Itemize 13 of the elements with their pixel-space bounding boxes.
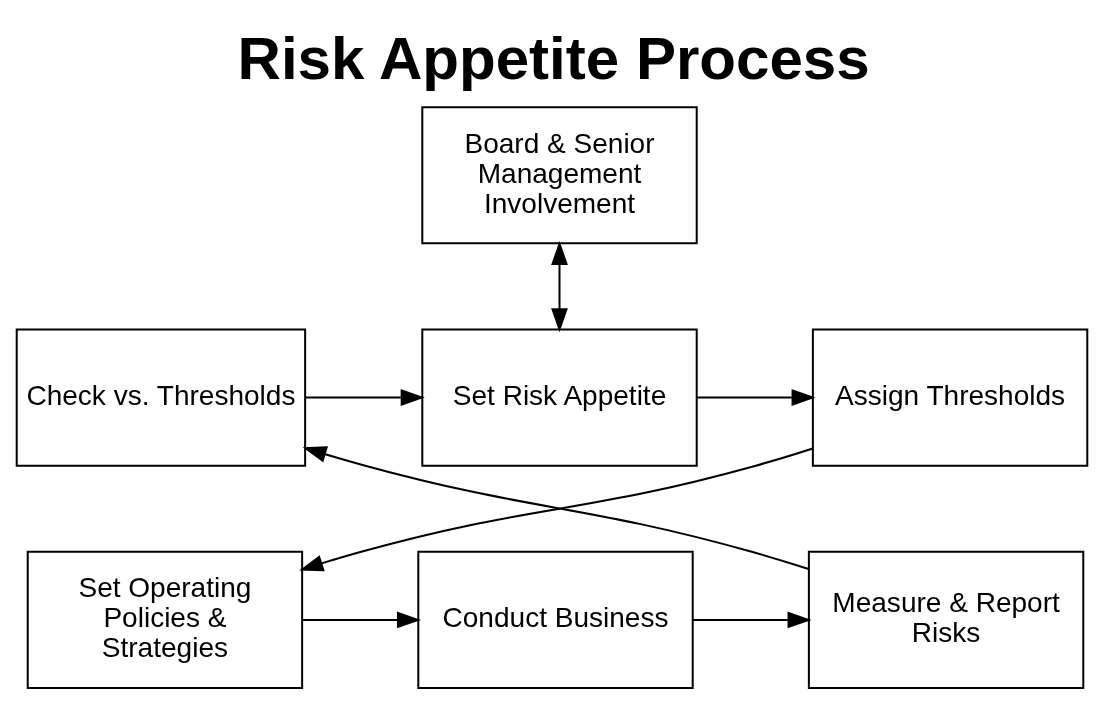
arrow bbox=[695, 388, 816, 406]
arrow bbox=[304, 388, 425, 406]
node-box: Board & Senior Management Involvement bbox=[421, 105, 698, 244]
arrow bbox=[691, 610, 812, 628]
diagram-title: Risk Appetite Process bbox=[237, 24, 870, 92]
node-box: Set Risk Appetite bbox=[421, 327, 698, 467]
node-box: Set Operating Policies & Strategies bbox=[26, 550, 304, 689]
node-box: Measure & Report Risks bbox=[807, 550, 1085, 689]
node-box: Conduct Business bbox=[417, 550, 694, 689]
arrow bbox=[551, 240, 568, 332]
node-box: Check vs. Thresholds bbox=[15, 327, 307, 467]
arrow bbox=[301, 610, 421, 628]
node-box: Assign Thresholds bbox=[811, 327, 1089, 467]
